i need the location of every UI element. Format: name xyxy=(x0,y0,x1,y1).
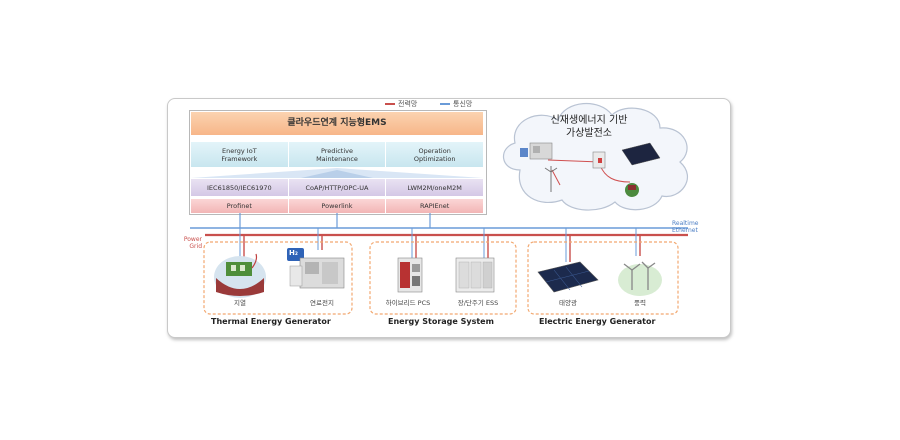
cloud-title-line2: 가상발전소 xyxy=(566,128,612,139)
ems-protocol-layer: IEC61850/IEC61970 CoAP/HTTP/OPC-UA LWM2M… xyxy=(191,179,483,196)
comm-line-swatch xyxy=(440,103,450,105)
grid-label: Grid xyxy=(189,243,202,250)
electric-group-box xyxy=(527,241,679,315)
legend-comm: 통신망 xyxy=(440,99,472,109)
wind-turbine-icon xyxy=(618,261,662,296)
ems-to-bus-links xyxy=(239,213,431,228)
ems-layer2-cell: CoAP/HTTP/OPC-UA xyxy=(287,179,386,196)
solar-panel-mini-icon xyxy=(621,142,661,166)
ems-layer2-cell: IEC61850/IEC61970 xyxy=(207,183,272,192)
thermal-group-box xyxy=(203,241,353,315)
ethernet-label: Ethernet xyxy=(672,227,698,234)
geothermal-mini-icon xyxy=(625,183,639,197)
storage-group-box xyxy=(369,241,517,315)
fuel-cell-icon xyxy=(287,248,345,289)
thermal-group-name: Thermal Energy Generator xyxy=(211,317,331,326)
electric-group-name: Electric Energy Generator xyxy=(539,317,656,326)
fuel-cell-mini-icon xyxy=(520,142,553,160)
legend-power: 전력망 xyxy=(385,99,417,109)
legend-power-label: 전력망 xyxy=(398,100,418,108)
hybrid-pcs-icon xyxy=(397,257,423,293)
ems-layer2-cell: LWM2M/oneM2M xyxy=(385,179,483,196)
h2-badge: H₂ xyxy=(289,249,298,257)
ems-up-arrow-band xyxy=(191,168,483,178)
legend-comm-label: 통신망 xyxy=(453,100,473,108)
ess-label: 장/단주기 ESS xyxy=(457,299,499,307)
ems-layer1-cell: Predictive Maintenance xyxy=(287,142,386,167)
wind-label: 풍력 xyxy=(634,299,646,307)
geothermal-label: 지열 xyxy=(234,299,246,307)
ems-title: 클라우드연계 지능형EMS xyxy=(191,112,483,135)
storage-group-name: Energy Storage System xyxy=(388,317,494,326)
ems-service-layer: Energy IoT Framework Predictive Maintena… xyxy=(191,142,483,167)
solar-panel-icon xyxy=(537,261,599,293)
power-label: Power xyxy=(183,236,202,243)
hybrid-pcs-label: 하이브리드 PCS xyxy=(385,299,431,307)
fuel-cell-label: 연료전지 xyxy=(310,299,334,307)
wind-turbine-mini-icon xyxy=(544,166,558,192)
cloud-title: 신재생에너지 기반 가상발전소 xyxy=(534,114,644,140)
power-line-swatch xyxy=(385,103,395,105)
cloud-title-line1: 신재생에너지 기반 xyxy=(550,115,628,126)
ess-cabinet-icon xyxy=(455,257,495,293)
solar-label: 태양광 xyxy=(559,299,577,307)
ems-stack: 클라우드연계 지능형EMS Energy IoT Framework Predi… xyxy=(189,110,487,215)
ems-layer3-cell: Powerlink xyxy=(287,199,386,213)
ems-layer3-cell: RAPIEnet xyxy=(385,199,483,213)
device-drops xyxy=(239,228,641,262)
ems-layer3-cell: Profinet xyxy=(226,202,252,210)
geothermal-icon xyxy=(214,253,266,298)
power-grid-label: Power Grid xyxy=(172,236,202,250)
ems-layer1-cell: Energy IoT Framework xyxy=(221,146,258,163)
realtime-label: Realtime xyxy=(672,220,699,227)
realtime-ethernet-label: Realtime Ethernet xyxy=(672,220,712,234)
ems-network-layer: Profinet Powerlink RAPIEnet xyxy=(191,199,483,213)
ems-layer1-cell: Operation Optimization xyxy=(385,142,483,167)
inverter-mini-icon xyxy=(592,151,606,169)
